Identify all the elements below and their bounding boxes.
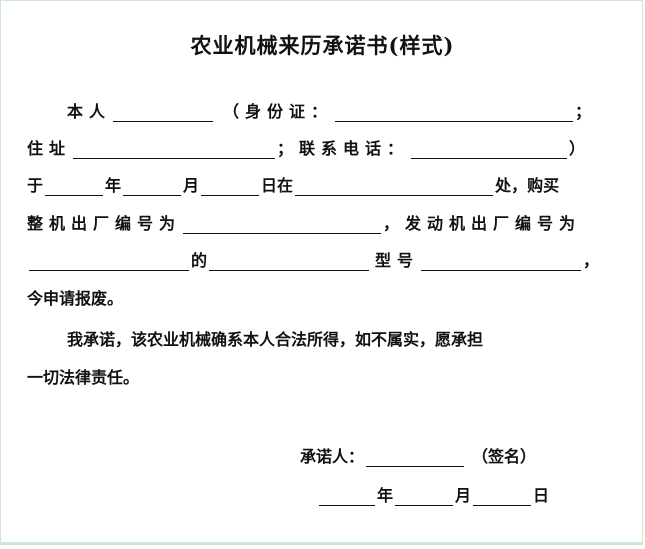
serial-line: 整机出厂编号为 ，发动机出厂编号为: [27, 210, 602, 234]
sign-month-blank[interactable]: [395, 487, 454, 506]
liability-text: 一切法律责任。: [27, 368, 140, 387]
scrap-request-text: 今申请报废。: [27, 289, 124, 308]
sign-year-label: 年: [377, 486, 394, 505]
engine-serial-label: ，发动机出厂编号为: [383, 214, 582, 233]
day-blank[interactable]: [201, 177, 260, 196]
engine-serial-blank[interactable]: [29, 252, 189, 271]
address-blank[interactable]: [73, 140, 276, 159]
promisor-label: 承诺人：: [300, 447, 365, 466]
place-blank[interactable]: [295, 177, 494, 196]
month-label: 月: [183, 176, 200, 195]
day-at-label: 日在: [261, 176, 294, 195]
of-label: 的: [191, 251, 208, 270]
month-blank[interactable]: [123, 177, 182, 196]
model-blank[interactable]: [421, 252, 582, 271]
close-paren: ）: [569, 139, 586, 158]
brand-blank[interactable]: [209, 252, 370, 271]
liability-line: 一切法律责任。: [27, 364, 602, 388]
purchase-line: 于 年 月 日在 处，购买: [27, 172, 602, 196]
model-line: 的 型号 ，: [27, 247, 602, 271]
on-label: 于: [27, 176, 44, 195]
promise-text: 我承诺，该农业机械确系本人合法所得，如不属实，愿承担: [67, 330, 484, 349]
machine-serial-blank[interactable]: [183, 215, 382, 234]
phone-blank[interactable]: [411, 140, 568, 159]
promise-line: 我承诺，该农业机械确系本人合法所得，如不属实，愿承担: [27, 326, 602, 350]
comma: ，: [583, 251, 600, 270]
purchase-label: 处，购买: [495, 176, 560, 195]
document-title: 农业机械来历承诺书(样式): [190, 33, 455, 58]
machine-serial-label: 整机出厂编号为: [27, 214, 182, 233]
name-blank[interactable]: [113, 103, 214, 122]
address-line: 住址 ；联系电话： ）: [27, 135, 602, 159]
id-card-blank[interactable]: [335, 103, 574, 122]
year-label: 年: [105, 176, 122, 195]
sign-day-label: 日: [533, 486, 550, 505]
self-label: 本人: [67, 102, 112, 121]
address-label: 住址: [27, 139, 72, 158]
sign-day-blank[interactable]: [473, 487, 532, 506]
semicolon: ；: [575, 102, 592, 121]
model-label: 型号: [375, 251, 420, 270]
signature-note: （签名）: [472, 447, 537, 466]
id-card-label: （身份证：: [223, 102, 334, 121]
year-blank[interactable]: [45, 177, 104, 196]
signature-blank[interactable]: [366, 448, 465, 467]
sign-year-blank[interactable]: [319, 487, 375, 506]
applicant-line: 本人 （身份证： ；: [27, 98, 602, 122]
signature-line: 承诺人： （签名）: [300, 443, 600, 467]
phone-label: ；联系电话：: [277, 139, 410, 158]
sign-month-label: 月: [455, 486, 472, 505]
scrap-request-line: 今申请报废。: [27, 285, 602, 309]
date-line: 年 月 日: [317, 482, 607, 506]
